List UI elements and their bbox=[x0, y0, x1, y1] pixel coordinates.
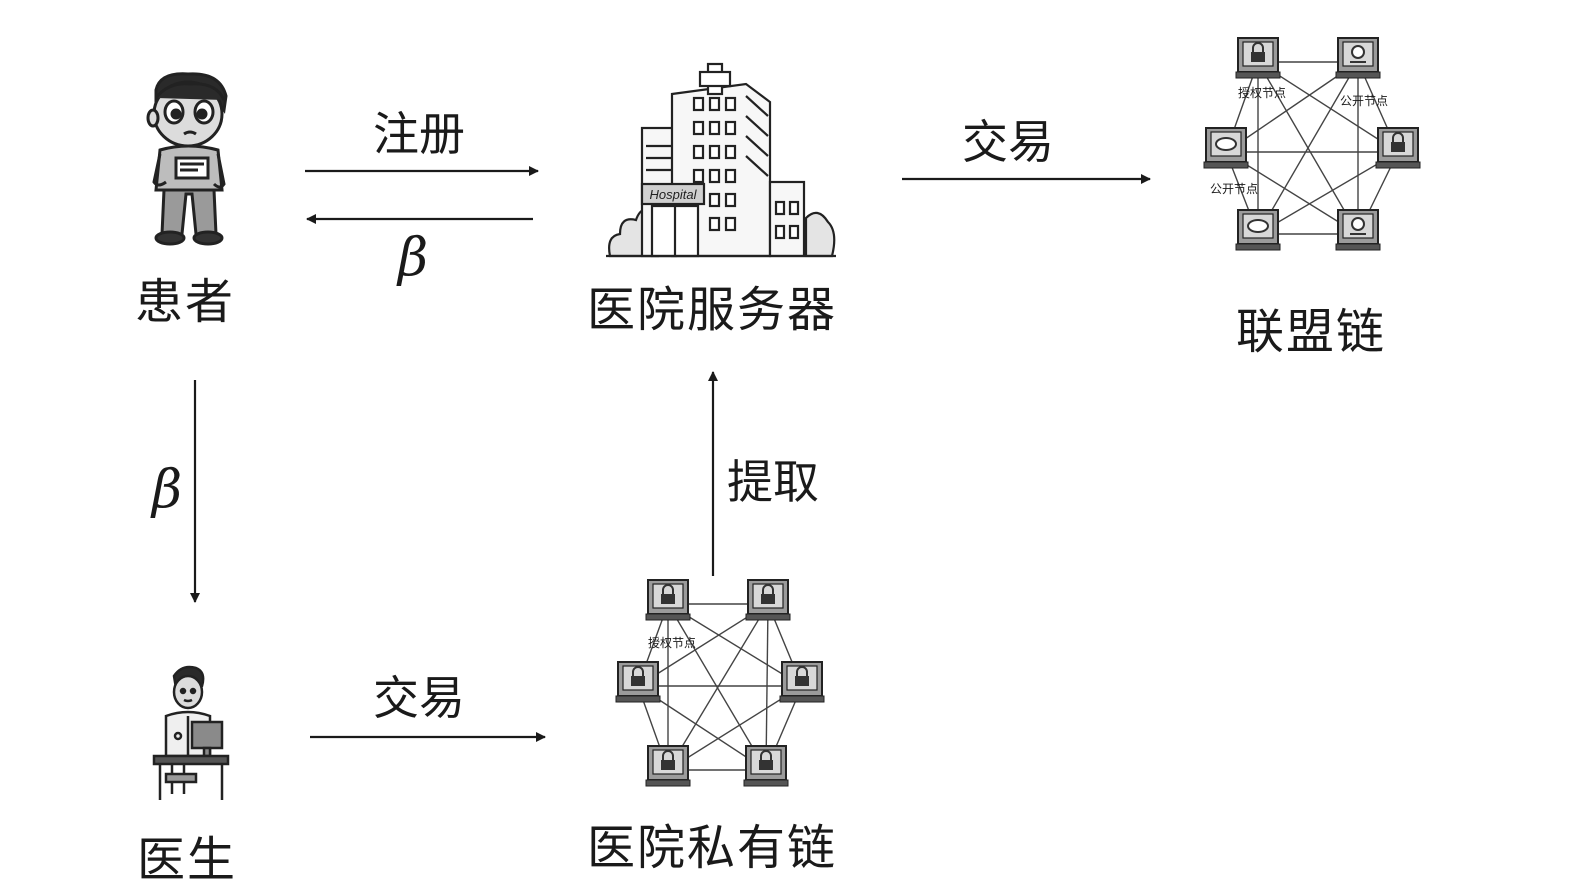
private-computer-icon bbox=[743, 745, 789, 787]
private-computer-icon bbox=[615, 661, 661, 703]
doctor-figure bbox=[152, 665, 230, 800]
consortium-node-label-1: 授权节点 bbox=[1238, 86, 1287, 100]
private-chain-network bbox=[615, 579, 825, 787]
trade-bottom-label: 交易 bbox=[373, 671, 465, 725]
hospital-server-label: 医院服务器 bbox=[587, 282, 838, 338]
beta-left-label: β bbox=[152, 460, 183, 520]
private-link bbox=[765, 603, 769, 771]
consortium-computer-icon bbox=[1335, 209, 1381, 251]
doctor-label: 医生 bbox=[137, 832, 238, 888]
private-computer-icon bbox=[645, 579, 691, 621]
consortium-computer-icon bbox=[1335, 37, 1381, 79]
consortium-network bbox=[1203, 37, 1421, 251]
consortium-computer-icon bbox=[1203, 127, 1249, 169]
consortium-computer-icon bbox=[1375, 127, 1421, 169]
private-computer-icon bbox=[645, 745, 691, 787]
private-node-label-1: 授权节点 bbox=[648, 636, 697, 650]
consortium-link bbox=[1257, 151, 1399, 235]
consortium-chain-label: 联盟链 bbox=[1236, 304, 1387, 360]
private-link bbox=[667, 603, 767, 771]
hospital-building-icon: Hospital bbox=[606, 62, 836, 258]
private-computer-icon bbox=[745, 579, 791, 621]
patient-label: 患者 bbox=[135, 274, 236, 330]
private-chain-label: 医院私有链 bbox=[587, 820, 838, 876]
consortium-computer-icon bbox=[1235, 209, 1281, 251]
register-label: 注册 bbox=[373, 107, 465, 161]
beta-top-label: β bbox=[398, 228, 429, 288]
consortium-computer-icon bbox=[1235, 37, 1281, 79]
private-link bbox=[667, 603, 769, 771]
consortium-node-label-2: 公开节点 bbox=[1340, 94, 1389, 108]
patient-figure bbox=[146, 72, 228, 246]
consortium-link bbox=[1257, 61, 1399, 153]
consortium-link bbox=[1257, 61, 1359, 235]
private-computer-icon bbox=[779, 661, 825, 703]
extract-label: 提取 bbox=[727, 455, 819, 509]
trade-top-label: 交易 bbox=[962, 115, 1054, 169]
consortium-node-label-3: 公开节点 bbox=[1210, 182, 1259, 196]
hospital-sign-text: Hospital bbox=[650, 187, 698, 202]
